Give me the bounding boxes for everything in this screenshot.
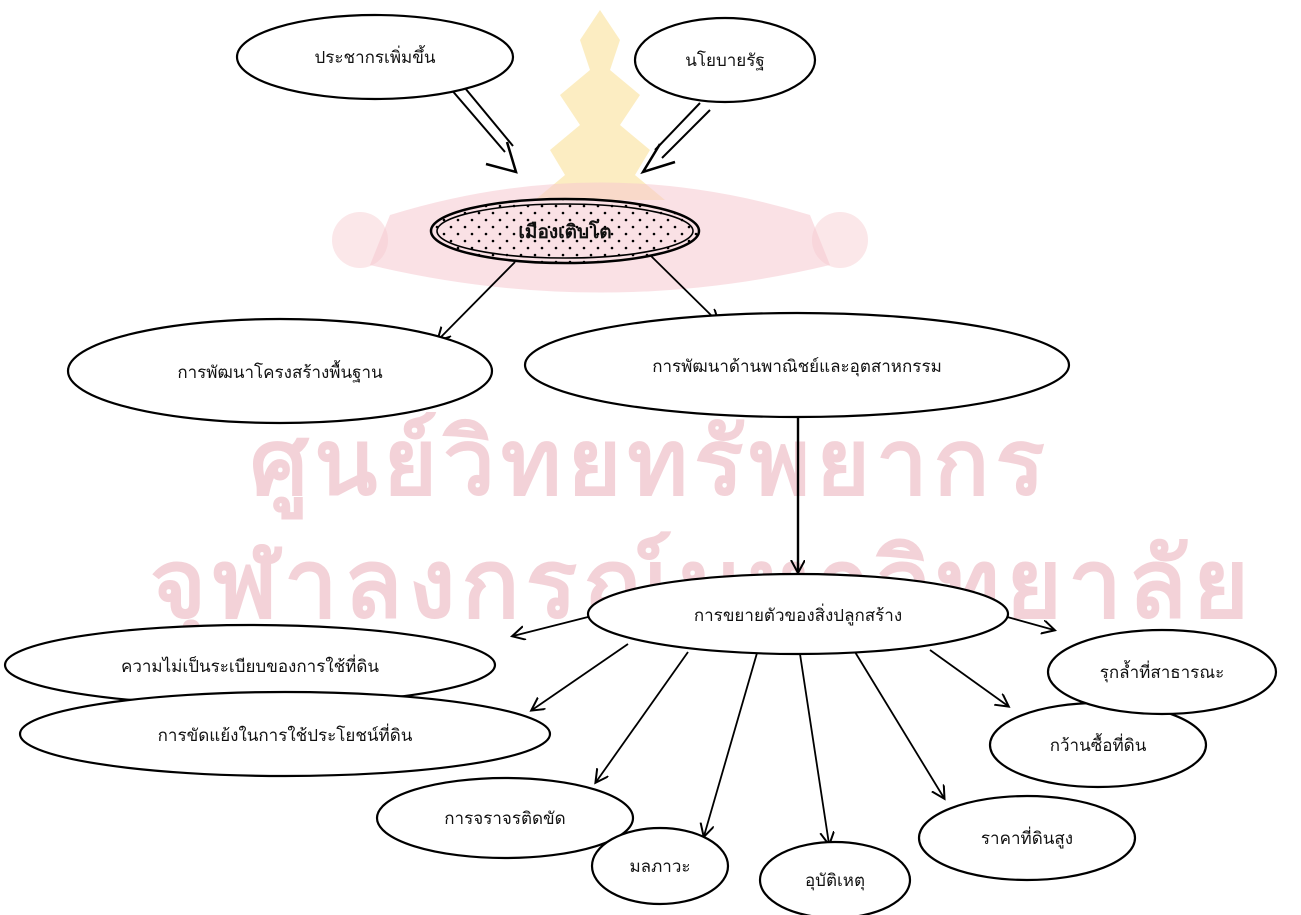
node-label: เมืองเติบโต bbox=[518, 220, 611, 243]
arrow-to-conflict bbox=[532, 643, 629, 710]
node-disorder: ความไม่เป็นระเบียบของการใช้ที่ดิน bbox=[3, 623, 497, 707]
node-label: ประชากรเพิ่มขึ้น bbox=[314, 45, 435, 68]
node-traffic: การจราจรติดขัด bbox=[375, 776, 635, 860]
arrow-population-to-city bbox=[449, 81, 518, 174]
node-label: ราคาที่ดินสูง bbox=[981, 826, 1073, 849]
arrow-to-traffic bbox=[596, 651, 689, 782]
arrow-to-accident bbox=[799, 653, 829, 844]
node-label: การจราจรติดขัด bbox=[444, 809, 565, 829]
node-accident: อุบัติเหตุ bbox=[758, 840, 912, 915]
arrow-to-land-price bbox=[854, 651, 944, 798]
node-label: นโยบายรัฐ bbox=[685, 50, 765, 71]
node-population: ประชากรเพิ่มขึ้น bbox=[235, 13, 515, 101]
node-label: มลภาวะ bbox=[629, 857, 690, 877]
node-infrastructure: การพัฒนาโครงสร้างพื้นฐาน bbox=[66, 317, 494, 425]
node-label: การขัดแย้งในการใช้ประโยชน์ที่ดิน bbox=[158, 723, 413, 746]
arrow-to-pollution bbox=[704, 652, 758, 836]
node-label: การขยายตัวของสิ่งปลูกสร้าง bbox=[694, 603, 902, 626]
node-land-price: ราคาที่ดินสูง bbox=[917, 794, 1137, 882]
node-encroachment: รุกล้ำที่สาธารณะ bbox=[1046, 628, 1278, 716]
node-label: ความไม่เป็นระเบียบของการใช้ที่ดิน bbox=[121, 654, 379, 677]
arrow-city-to-commerce bbox=[649, 254, 718, 322]
arrow-to-encroachment bbox=[999, 614, 1054, 630]
arrow-policy-to-city bbox=[640, 102, 711, 175]
arrow-city-to-infrastructure bbox=[438, 261, 516, 340]
watermark-line-1: ศูนย์วิทยทรัพยากร bbox=[250, 408, 1051, 516]
node-land-speculation: กว้านซื้อที่ดิน bbox=[988, 701, 1208, 789]
arrow-to-land-speculation bbox=[929, 649, 1008, 706]
node-label: รุกล้ำที่สาธารณะ bbox=[1100, 660, 1224, 683]
node-construction: การขยายตัวของสิ่งปลูกสร้าง bbox=[586, 572, 1010, 656]
arrow-to-disorder bbox=[513, 616, 589, 636]
node-commerce: การพัฒนาด้านพาณิชย์และอุตสาหกรรม bbox=[523, 311, 1071, 419]
node-pollution: มลภาวะ bbox=[590, 826, 730, 906]
node-label: การพัฒนาโครงสร้างพื้นฐาน bbox=[177, 360, 383, 383]
node-label: กว้านซื้อที่ดิน bbox=[1050, 733, 1147, 756]
node-label: อุบัติเหตุ bbox=[805, 871, 865, 891]
node-conflict: การขัดแย้งในการใช้ประโยชน์ที่ดิน bbox=[18, 690, 552, 778]
node-policy: นโยบายรัฐ bbox=[633, 16, 817, 104]
node-label: การพัฒนาด้านพาณิชย์และอุตสาหกรรม bbox=[652, 357, 942, 377]
node-city-growth: เมืองเติบโต bbox=[429, 197, 701, 265]
